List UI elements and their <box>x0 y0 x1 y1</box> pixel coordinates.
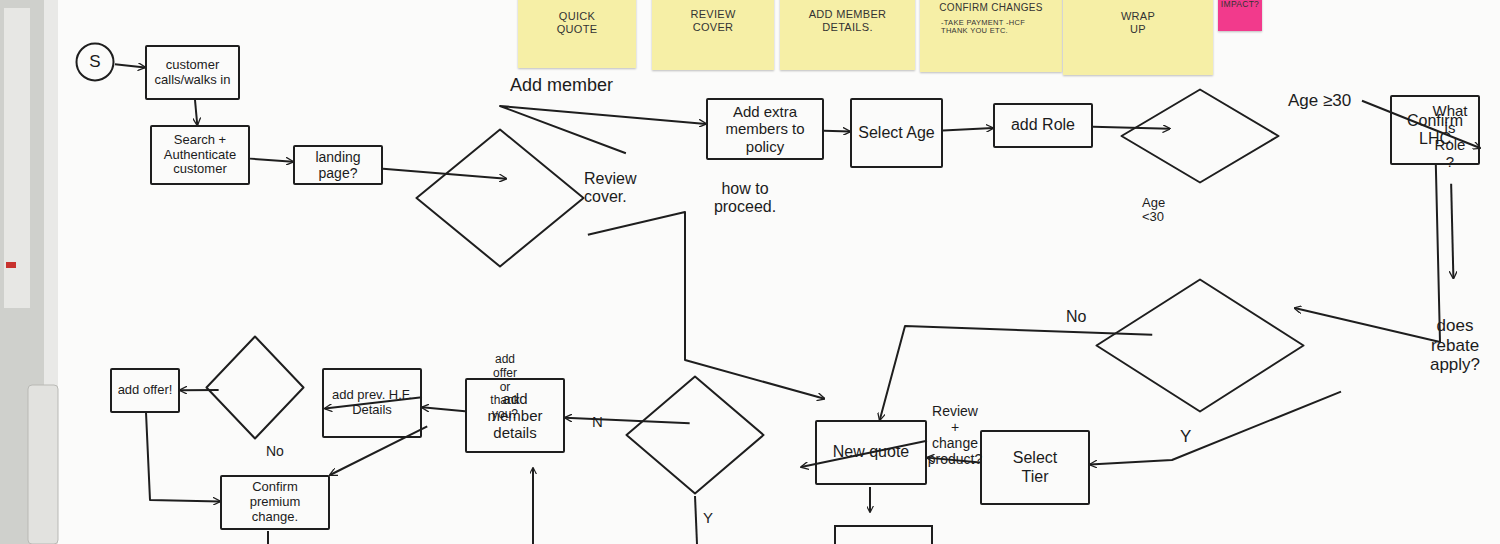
shape-outline <box>415 128 585 268</box>
process-box: customer calls/walks in <box>145 45 240 100</box>
node-label: Add extra members to policy <box>714 103 816 155</box>
stub-arrow <box>532 468 534 544</box>
edge-label: Age <30 <box>1142 196 1178 225</box>
process-box: New quote <box>815 420 927 485</box>
flow-arrow <box>1090 392 1341 465</box>
decision-diamond: how to proceed. <box>415 128 1075 268</box>
node-label: Confirm premium change. <box>228 480 322 525</box>
process-box: add prev. H.F. Details <box>322 368 422 438</box>
process-box: add Role <box>993 103 1093 148</box>
shape-outline <box>625 375 765 495</box>
stub-line <box>695 496 697 544</box>
edge-label: Review cover. <box>584 170 656 205</box>
node-label: Review + change product? <box>928 403 982 467</box>
flow-arrow <box>801 441 927 467</box>
diamond-outline <box>1122 90 1279 183</box>
shape-outline <box>1095 278 1305 413</box>
diamond-outline <box>207 337 304 439</box>
sticky-note: QUICK QUOTE <box>518 0 636 68</box>
sticky-heading: CONFIRM CHANGES <box>939 2 1042 14</box>
flow-arrow <box>115 64 145 67</box>
stub-arrow <box>869 487 871 512</box>
sticky-note: WRAP UP <box>1063 0 1213 75</box>
flow-arrow <box>195 100 197 125</box>
process-box: Select Tier <box>980 430 1090 505</box>
edge-label: Age ≥30 <box>1288 92 1383 111</box>
flow-arrow <box>325 397 422 408</box>
diamond-outline <box>417 130 584 267</box>
node-label: S <box>89 52 100 72</box>
diamond-outline <box>1097 280 1304 412</box>
whiteboard <box>44 0 1500 544</box>
flow-arrow <box>565 418 690 424</box>
process-box: landing page? <box>293 145 383 185</box>
circle-outline <box>77 44 114 81</box>
sticky-note: CONFIRM CHANGES -TAKE PAYMENT -HCF THANK … <box>920 0 1062 72</box>
edge-label: N <box>592 414 612 431</box>
sticky-body: -TAKE PAYMENT -HCF THANK YOU ETC. <box>941 19 1041 36</box>
flow-arrow <box>330 426 427 475</box>
process-box: add offer! <box>110 368 180 413</box>
node-label: add offer! <box>118 383 173 398</box>
node-label: does rebate apply? <box>1430 316 1480 375</box>
start-circle: S <box>75 42 115 82</box>
marker-tray <box>28 385 58 544</box>
wall-paper <box>4 8 30 308</box>
diamond-outline <box>627 377 764 494</box>
flow-arrow <box>180 389 219 391</box>
process-box: Add extra members to policy <box>706 98 824 160</box>
flow-arrow <box>422 407 465 411</box>
edge-label: No <box>266 444 296 459</box>
flow-arrow <box>880 326 1153 420</box>
edge-label: Add member <box>510 76 660 96</box>
sticky-heading: ADD MEMBER DETAILS. <box>802 8 893 33</box>
partial-box <box>835 526 932 544</box>
shape-outline <box>205 335 305 440</box>
sticky-note: ADD MEMBER DETAILS. <box>780 0 915 70</box>
flow-arrow <box>1295 165 1440 342</box>
node-label: how to proceed. <box>714 180 776 217</box>
sticky-heading: REVIEW COVER <box>682 8 744 33</box>
flow-arrow <box>824 130 850 133</box>
node-label: Confirm LHC <box>1398 112 1472 149</box>
decision-diamond: does rebate apply? <box>1095 278 1500 413</box>
sticky-heading: IMPACT? <box>1221 0 1259 10</box>
node-label: add Role <box>1011 116 1075 134</box>
flow-arrow <box>927 458 980 463</box>
shape-outline <box>1120 88 1280 184</box>
sticky-heading: WRAP UP <box>1113 10 1163 35</box>
flow-arrow <box>943 128 993 131</box>
flow-arrow <box>1451 184 1453 278</box>
stub-line <box>267 531 269 544</box>
flow-arrow <box>383 169 506 179</box>
node-label: Select Tier <box>1002 449 1068 486</box>
node-label: add offer or thank you? <box>490 353 519 422</box>
process-box: Search + Authenticate customer <box>150 125 250 185</box>
process-box: Confirm premium change. <box>220 475 330 530</box>
flow-arrow <box>588 212 825 399</box>
flow-arrow <box>1093 127 1170 129</box>
node-label: Select Age <box>858 124 935 142</box>
process-box: Select Age <box>850 98 943 168</box>
node-label: add prev. H.F. Details <box>330 388 414 418</box>
branch-label: Y <box>703 510 723 527</box>
node-label: landing page? <box>299 149 377 181</box>
node-label: New quote <box>833 443 910 461</box>
sticky-note: REVIEW COVER <box>652 0 774 70</box>
flow-arrow <box>500 106 706 153</box>
edge-label: No <box>1066 308 1096 326</box>
node-label: customer calls/walks in <box>151 58 234 88</box>
sticky-heading: QUICK QUOTE <box>548 10 606 35</box>
flow-arrow <box>1362 101 1480 148</box>
node-label: Search + Authenticate customer <box>156 133 244 178</box>
sticky-note: IMPACT? <box>1218 0 1262 31</box>
flow-arrow <box>250 159 293 162</box>
edge-label: Y <box>1180 428 1200 447</box>
flow-arrow <box>146 413 220 501</box>
wall-paper-mark <box>6 262 16 268</box>
